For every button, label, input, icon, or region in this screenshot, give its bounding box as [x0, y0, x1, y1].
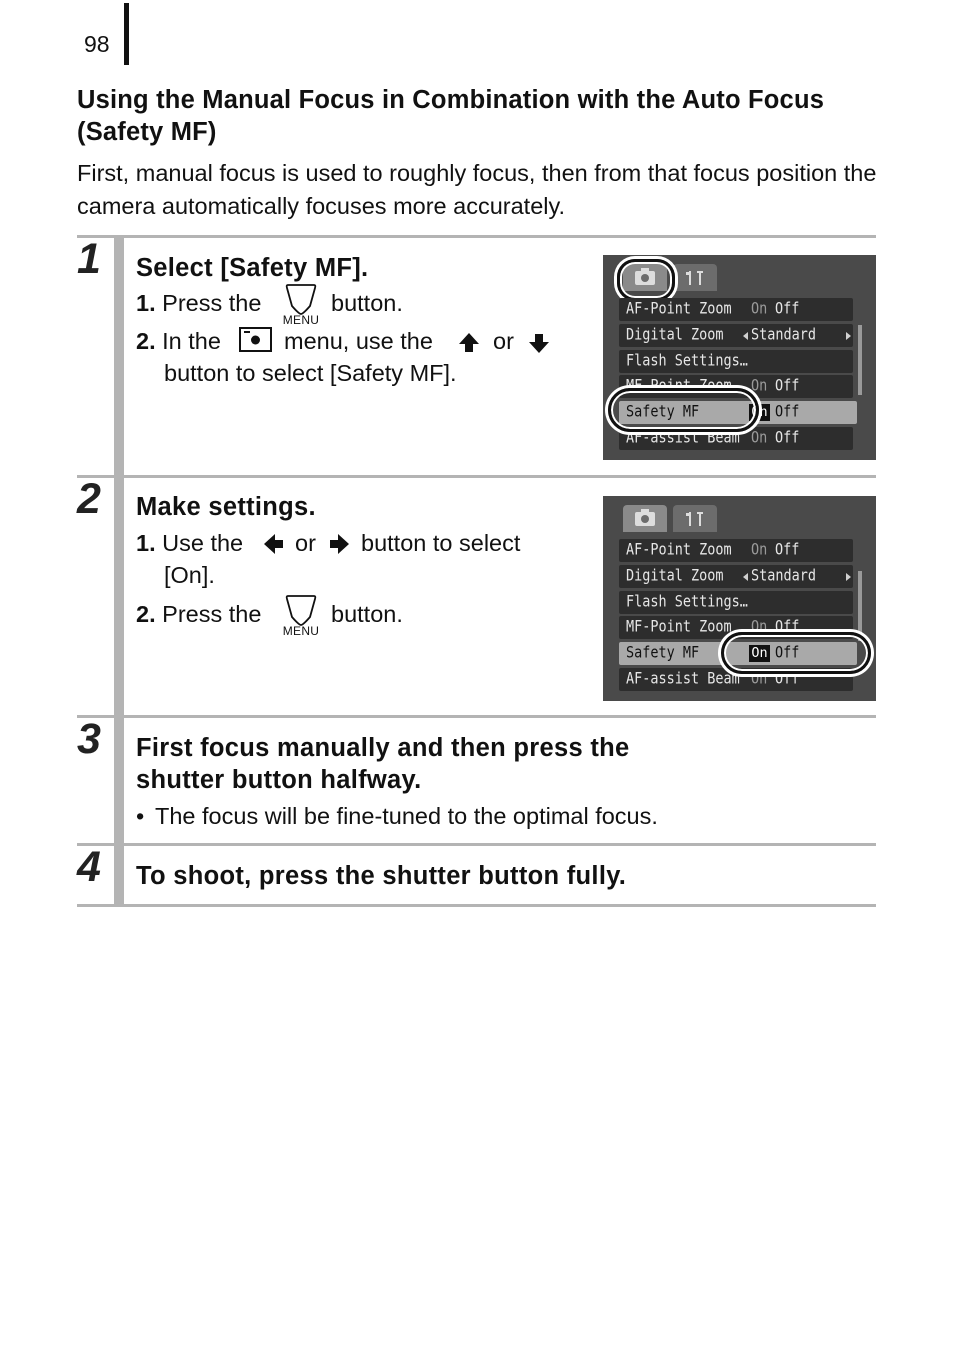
settings-tab-icon	[673, 505, 717, 532]
step-gutter	[114, 718, 124, 846]
on-off-highlight	[721, 632, 871, 674]
step-2-sub-1-line2: [On].	[164, 562, 215, 588]
step-number: 4	[77, 843, 101, 891]
sub-step-text: Press the	[162, 601, 262, 627]
step-1-sub-2-line2: button to select [Safety MF].	[164, 360, 457, 386]
step-number: 3	[77, 715, 101, 763]
sub-step-number: 1.	[136, 530, 156, 556]
camera-icon	[239, 327, 272, 352]
settings-tab-icon	[673, 264, 717, 291]
menu-button-icon: MENU	[279, 282, 323, 328]
left-arrow-icon	[743, 332, 748, 340]
menu-button-icon: MENU	[279, 593, 323, 639]
menu-row-digital-zoom: Digital Zoom Standard	[619, 324, 853, 347]
sub-step-number: 2.	[136, 601, 156, 627]
down-arrow-icon	[528, 332, 550, 354]
step-1-sub-2-or: or	[493, 328, 514, 354]
menu-row-flash-settings: Flash Settings…	[619, 350, 853, 373]
bottom-rule	[77, 904, 876, 907]
sub-step-number: 2.	[136, 328, 156, 354]
step-1-sub-2-mid: menu, use the	[284, 328, 433, 354]
sub-step-number: 1.	[136, 290, 156, 316]
step-gutter	[114, 238, 124, 477]
menu-label: MENU	[282, 313, 320, 327]
scrollbar	[858, 571, 862, 641]
intro-text: First, manual focus is used to roughly f…	[77, 160, 877, 219]
sub-step-text: Press the	[162, 290, 262, 316]
step-3: 3 First focus manually and then press th…	[77, 715, 876, 846]
step-gutter	[114, 846, 124, 907]
left-arrow-icon	[263, 533, 285, 555]
step-2-sub-1: 1. Use the	[136, 527, 243, 559]
right-arrow-icon	[328, 533, 350, 555]
step-3-note: The focus will be fine-tuned to the opti…	[155, 803, 658, 829]
safety-mf-highlight	[608, 388, 759, 432]
step-number: 1	[77, 235, 101, 283]
step-3-bullet: •	[136, 803, 145, 829]
step-1-sub-1-post: button.	[331, 290, 403, 316]
step-4: 4 To shoot, press the shutter button ful…	[77, 843, 876, 907]
page-number: 98	[84, 31, 110, 57]
menu-row-flash-settings: Flash Settings…	[619, 591, 853, 614]
step-1-sub-1: 1. Press the	[136, 287, 261, 319]
camera-tab-highlight	[617, 259, 675, 301]
step-2-sub-2-post: button.	[331, 601, 403, 627]
sub-step-text: In the	[162, 328, 221, 354]
step-2-sub-1-or: or	[295, 530, 316, 556]
page-title: Using the Manual Focus in Combination wi…	[77, 86, 825, 146]
up-arrow-icon	[458, 332, 480, 354]
step-2: 2 Make settings.	[77, 475, 876, 718]
step-heading: Make settings.	[136, 493, 316, 521]
step-heading-line-2: shutter button halfway.	[136, 766, 422, 794]
step-gutter	[114, 478, 124, 718]
step-1-sub-2: 2. In the	[136, 325, 221, 357]
step-heading: To shoot, press the shutter button fully…	[136, 862, 627, 890]
menu-label: MENU	[282, 624, 320, 638]
left-arrow-icon	[743, 573, 748, 581]
menu-row-digital-zoom: Digital Zoom Standard	[619, 565, 853, 588]
step-number: 2	[77, 475, 101, 523]
sub-step-text: Use the	[162, 530, 244, 556]
scrollbar	[858, 325, 862, 395]
right-arrow-icon	[846, 332, 851, 340]
step-heading: Select [Safety MF].	[136, 254, 369, 282]
step-heading-line-1: First focus manually and then press the	[136, 734, 630, 762]
page-number-bar	[124, 3, 129, 65]
step-2-sub-1-post: button to select	[361, 530, 521, 556]
camera-tab	[623, 505, 667, 532]
step-1: 1 Select [Safety MF].	[77, 235, 876, 477]
step-2-sub-2: 2. Press the	[136, 598, 261, 630]
right-arrow-icon	[846, 573, 851, 581]
